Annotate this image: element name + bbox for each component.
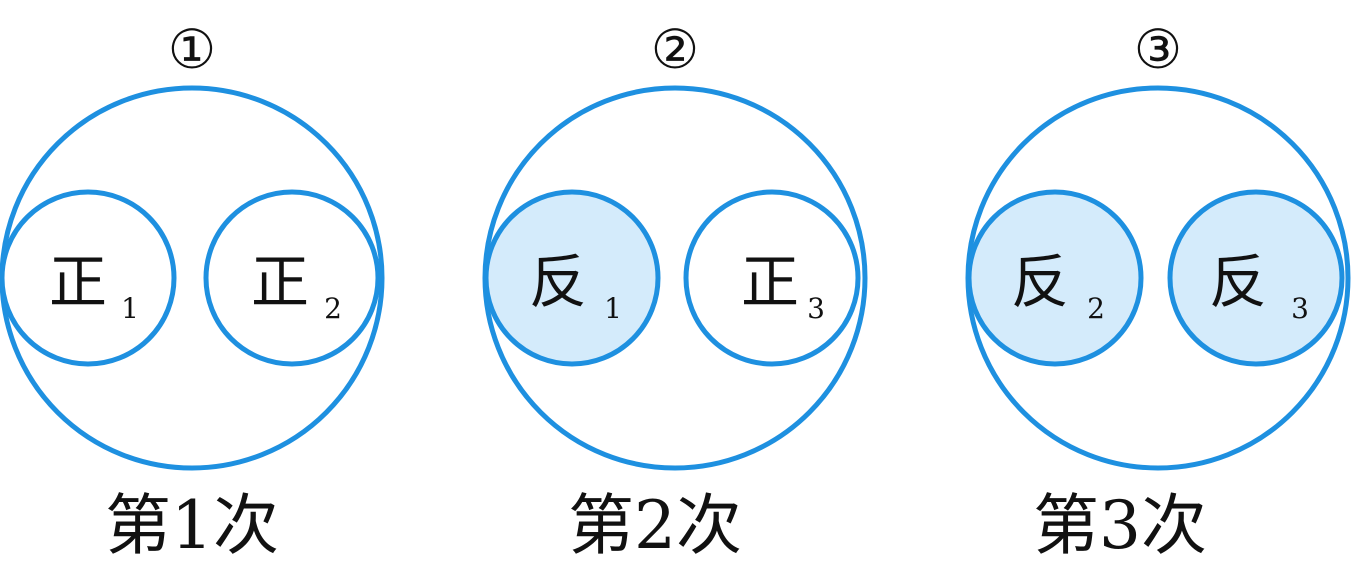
panel-3-number: ③ [1134,18,1182,81]
panel-2-coin-2-label: 正 [741,248,799,316]
panel-3: ③ 反 2 反 3 第3次 [965,18,1351,564]
panel-1-coin-2-label: 正 [251,248,309,316]
panel-2-coin-1-subscript: 1 [604,292,622,325]
panel-3-coin-1-circle [966,189,1144,367]
panel-3-caption: 第3次 [1033,487,1207,564]
panel-3-coin-2-label: 反 [1209,248,1267,316]
panel-3-coin-1-label: 反 [1011,248,1069,316]
panel-1-caption: 第1次 [105,487,279,564]
panel-3-coin-1: 反 2 [966,189,1144,367]
panel-1-coin-1-label: 正 [49,248,107,316]
panel-3-coin-1-subscript: 2 [1087,292,1105,325]
panel-2-coin-1: 反 1 [483,189,661,367]
panel-1-coin-1-circle [0,189,177,367]
panel-1-coin-2-subscript: 2 [324,292,342,325]
panel-2-coin-1-label: 反 [529,248,587,316]
panel-1-number: ① [168,18,216,81]
panel-2-number: ② [651,18,699,81]
panel-1-coin-2-circle [203,189,381,367]
panel-2-coin-2-subscript: 3 [807,292,825,325]
panel-1-coin-2: 正 2 [203,189,381,367]
panel-1-coin-1: 正 1 [0,189,177,367]
panel-2-coin-1-circle [483,189,661,367]
panel-2-coin-2: 正 3 [683,189,861,367]
panel-3-coin-2-circle [1167,189,1345,367]
panel-2-caption: 第2次 [568,487,742,564]
panel-1: ① 正 1 正 2 第1次 [0,18,385,564]
panel-3-coin-2: 反 3 [1167,189,1345,367]
panel-3-coin-2-subscript: 3 [1291,292,1309,325]
panel-2-coin-2-circle [683,189,861,367]
panel-2: ② 反 1 正 3 第2次 [482,18,868,564]
panel-1-coin-1-subscript: 1 [121,292,139,325]
